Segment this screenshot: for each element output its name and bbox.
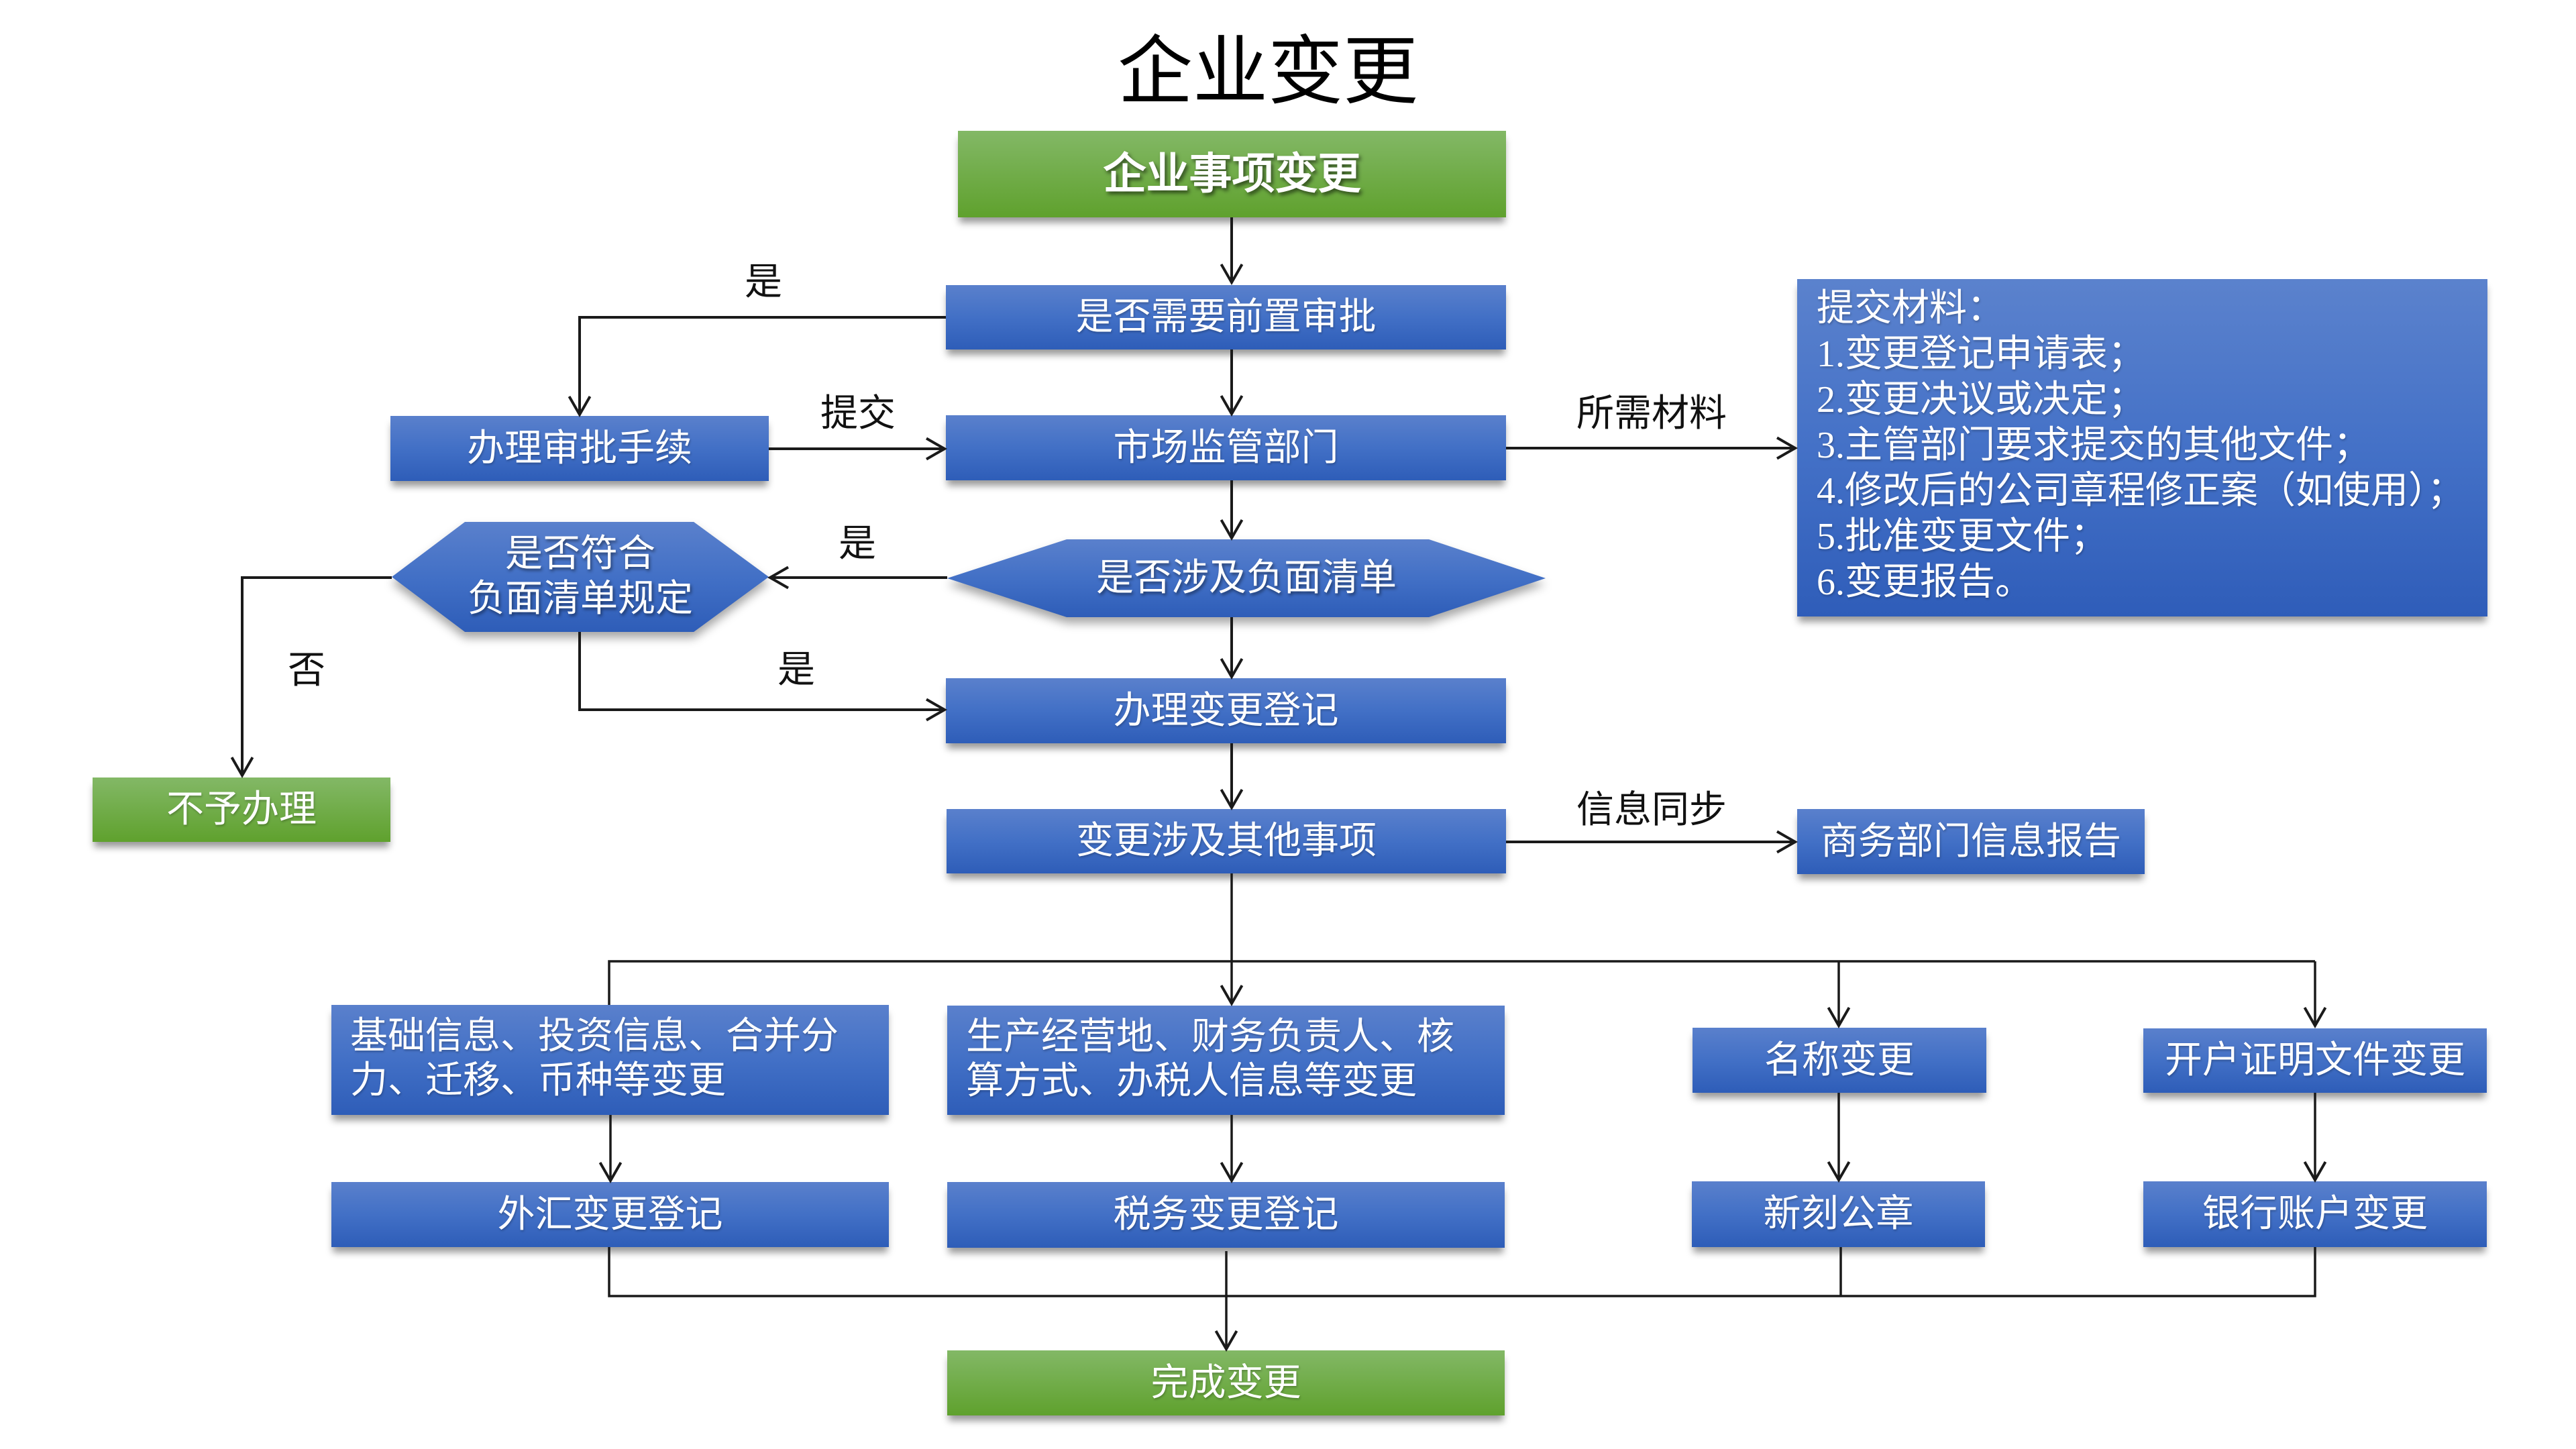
node-other-matters: 变更涉及其他事项 — [947, 809, 1506, 873]
node-production-site-change: 生产经营地、财务负责人、核 算方式、办税人信息等变更 — [947, 1006, 1505, 1115]
node-basic-info-change-line: 力、迁移、币种等变更 — [350, 1060, 726, 1102]
node-rejected: 不予办理 — [93, 777, 390, 842]
connector-compliance-yes-to-change-registration — [578, 632, 948, 722]
node-name-change-label: 名称变更 — [1764, 1039, 1915, 1081]
node-prior-approval-check: 是否需要前置审批 — [946, 285, 1506, 350]
node-negative-list-check: 是否涉及负面清单 — [947, 539, 1546, 617]
edge-label-negative-list-yes: 是 — [839, 523, 876, 565]
edge-label-not-compliant: 否 — [288, 650, 325, 692]
node-complete: 完成变更 — [947, 1350, 1505, 1415]
materials-list-box: 提交材料： 1.变更登记申请表； 2.变更决议或决定； 3.主管部门要求提交的其… — [1797, 279, 2487, 616]
node-tax-registration-label: 税务变更登记 — [1113, 1194, 1339, 1236]
node-new-seal-label: 新刻公章 — [1763, 1193, 1914, 1235]
node-prior-approval-check-label: 是否需要前置审批 — [1075, 297, 1377, 338]
decision-hexagon: 是否符合 负面清单规定 — [392, 522, 769, 632]
materials-item: 6.变更报告。 — [1817, 561, 2033, 603]
edge-label-compliant-yes: 是 — [777, 649, 815, 691]
materials-heading: 提交材料： — [1817, 288, 2004, 329]
materials-item: 4.修改后的公司章程修正案（如使用）； — [1817, 470, 2465, 512]
node-production-site-change-line: 生产经营地、财务负责人、核 — [966, 1016, 1454, 1058]
node-production-site-change-line: 算方式、办税人信息等变更 — [966, 1061, 1417, 1102]
decision-hexagon: 是否涉及负面清单 — [947, 539, 1546, 617]
node-compliance-check-line: 是否符合 — [505, 533, 655, 575]
edge-label-prior-approval-yes: 是 — [745, 262, 782, 303]
edge-label-submit: 提交 — [820, 393, 896, 435]
node-other-matters-label: 变更涉及其他事项 — [1076, 820, 1377, 862]
node-approval-procedures: 办理审批手续 — [390, 416, 769, 481]
node-account-docs-change-label: 开户证明文件变更 — [2165, 1040, 2465, 1081]
node-commerce-dept-report: 商务部门信息报告 — [1797, 809, 2145, 874]
materials-item: 2.变更决议或决定； — [1817, 379, 2145, 421]
node-new-seal: 新刻公章 — [1692, 1181, 1985, 1247]
node-market-regulation-dept: 市场监管部门 — [946, 415, 1506, 480]
materials-item: 3.主管部门要求提交的其他文件； — [1817, 425, 2371, 466]
node-change-registration-label: 办理变更登记 — [1113, 690, 1339, 732]
edge-label-info-sync: 信息同步 — [1576, 790, 1727, 831]
node-approval-procedures-label: 办理审批手续 — [467, 427, 692, 470]
node-market-regulation-dept-label: 市场监管部门 — [1113, 427, 1339, 469]
node-complete-label: 完成变更 — [1150, 1362, 1301, 1404]
node-name-change: 名称变更 — [1693, 1028, 1986, 1093]
node-start: 企业事项变更 — [958, 131, 1506, 217]
node-rejected-label: 不予办理 — [166, 789, 317, 830]
node-negative-list-check-label: 是否涉及负面清单 — [1096, 557, 1397, 599]
node-bank-account-change-label: 银行账户变更 — [2202, 1193, 2428, 1235]
node-change-registration: 办理变更登记 — [946, 678, 1506, 743]
node-compliance-check-line: 负面清单规定 — [468, 578, 693, 620]
node-commerce-dept-report-label: 商务部门信息报告 — [1821, 820, 2121, 863]
materials-item: 5.批准变更文件； — [1817, 516, 2108, 557]
connector-merge-bus — [608, 1247, 2316, 1297]
node-bank-account-change: 银行账户变更 — [2143, 1181, 2487, 1247]
node-start-label: 企业事项变更 — [1103, 150, 1361, 198]
node-basic-info-change-line: 基础信息、投资信息、合并分 — [350, 1016, 839, 1057]
node-account-docs-change: 开户证明文件变更 — [2143, 1028, 2487, 1093]
node-forex-registration: 外汇变更登记 — [331, 1182, 889, 1247]
edge-label-required-materials: 所需材料 — [1576, 393, 1727, 435]
node-basic-info-change: 基础信息、投资信息、合并分 力、迁移、币种等变更 — [331, 1005, 889, 1115]
materials-item: 1.变更登记申请表； — [1817, 333, 2145, 375]
node-tax-registration: 税务变更登记 — [947, 1182, 1505, 1248]
connector-branch-bus — [608, 960, 2315, 1005]
node-forex-registration-label: 外汇变更登记 — [497, 1193, 723, 1236]
page-title: 企业变更 — [1118, 31, 1418, 114]
node-negative-list-compliance-check: 是否符合 负面清单规定 — [392, 522, 769, 632]
